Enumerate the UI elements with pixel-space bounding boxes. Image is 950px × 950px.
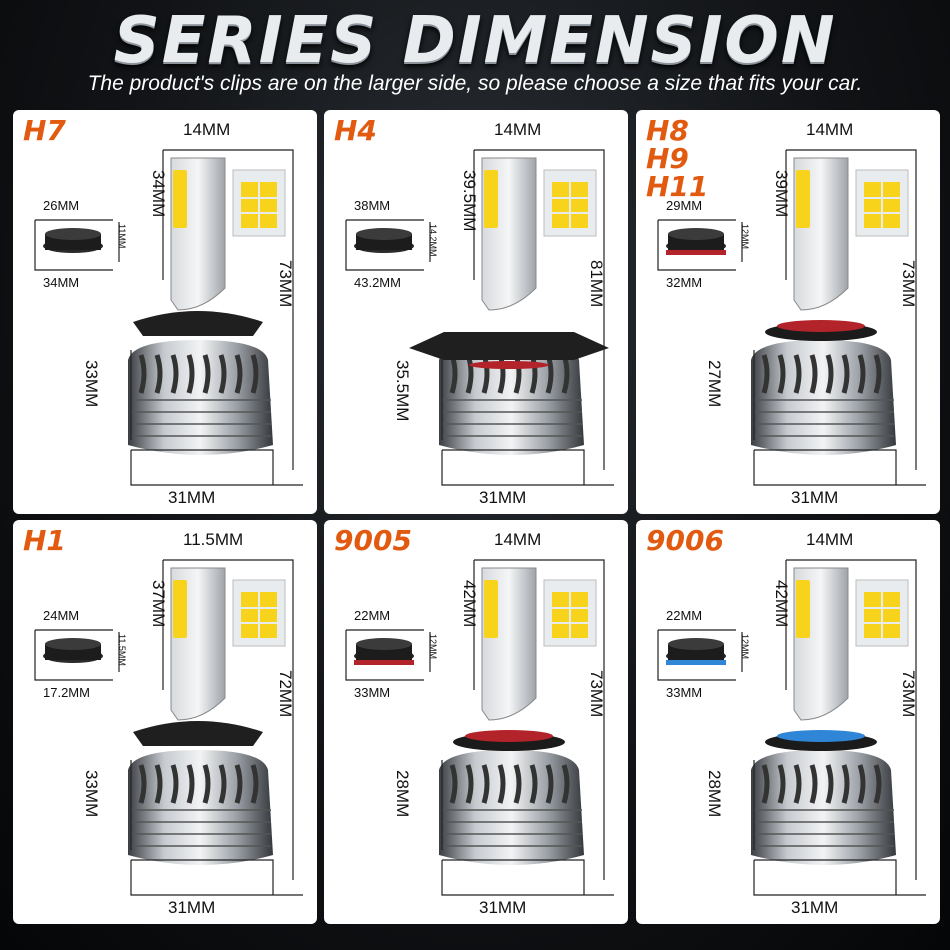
led-chip-icon bbox=[855, 169, 909, 237]
dim-base-width: 31MM bbox=[479, 488, 527, 507]
dim-chip-height: 42MM bbox=[460, 580, 479, 628]
dim-base-width: 31MM bbox=[479, 898, 527, 917]
bulb-illustration bbox=[34, 149, 303, 486]
dim-chip-height: 39.5MM bbox=[460, 170, 479, 232]
dim-base-width: 31MM bbox=[791, 898, 839, 917]
panel-h1: H1 11.5MM 37MM 72MM 33MM 31MM 24MM 11.5MM 17.2MM bbox=[13, 520, 317, 924]
dim-adapter-side: 12MM bbox=[740, 634, 750, 660]
dim-base-height: 33MM bbox=[82, 770, 101, 818]
dim-base-width: 31MM bbox=[168, 898, 216, 917]
dim-chip-width: 11.5MM bbox=[183, 530, 244, 549]
led-chip-icon bbox=[543, 579, 597, 647]
dim-chip-height: 37MM bbox=[149, 580, 168, 628]
heatsink bbox=[128, 750, 273, 865]
dim-chip-height: 39MM bbox=[772, 170, 791, 218]
dim-adapter-top: 24MM bbox=[43, 608, 80, 623]
adapter-icon bbox=[43, 638, 103, 663]
page-title: SERIES DIMENSION bbox=[113, 4, 837, 78]
dim-adapter-top: 26MM bbox=[43, 198, 80, 213]
heatsink bbox=[751, 340, 896, 455]
led-chip-icon bbox=[232, 169, 286, 237]
dim-base-width: 31MM bbox=[791, 488, 839, 507]
bulb-illustration bbox=[345, 559, 614, 896]
dim-adapter-side: 11MM bbox=[117, 224, 127, 249]
dim-adapter-bottom: 33MM bbox=[666, 685, 703, 700]
panel-h7: H7 14MM 34MM 73MM 33MM 31MM 26MM 11MM 34MM bbox=[13, 110, 317, 514]
panel-9006: 9006 14MM 42MM 73MM 28MM 31MM 22MM 12MM 33MM bbox=[636, 520, 940, 924]
dim-chip-height: 34MM bbox=[149, 170, 168, 218]
dim-adapter-top: 22MM bbox=[354, 608, 391, 623]
dim-base-height: 27MM bbox=[705, 360, 724, 408]
dim-adapter-bottom: 17.2MM bbox=[43, 685, 90, 700]
model-label: H9 bbox=[646, 142, 689, 175]
dim-adapter-side: 14.2MM bbox=[428, 224, 438, 257]
dim-adapter-bottom: 34MM bbox=[43, 275, 80, 290]
model-label: H7 bbox=[23, 114, 66, 147]
dim-base-height: 33MM bbox=[82, 360, 101, 408]
model-label: H1 bbox=[23, 524, 66, 557]
panel-h4: H4 14MM 39.5MM 81MM 35.5MM 31MM 38MM 14.2MM 43.2… bbox=[324, 110, 628, 514]
dim-total-height: 73MM bbox=[899, 260, 918, 308]
dim-adapter-top: 22MM bbox=[666, 608, 703, 623]
dim-adapter-bottom: 32MM bbox=[666, 275, 703, 290]
dim-total-height: 81MM bbox=[587, 260, 606, 308]
page-subtitle: The product's clips are on the larger si… bbox=[87, 72, 863, 95]
led-chip-icon bbox=[232, 579, 286, 647]
model-label: H11 bbox=[646, 170, 709, 203]
model-label: H4 bbox=[334, 114, 377, 147]
dim-chip-width: 14MM bbox=[806, 120, 854, 139]
model-label: H8 bbox=[646, 114, 689, 147]
dim-adapter-top: 29MM bbox=[666, 198, 703, 213]
dim-base-height: 28MM bbox=[393, 770, 412, 818]
dim-base-height: 28MM bbox=[705, 770, 724, 818]
led-chip-icon bbox=[855, 579, 909, 647]
adapter-icon bbox=[666, 228, 726, 255]
heatsink bbox=[439, 750, 584, 865]
panel-9005: 9005 14MM 42MM 73MM 28MM 31MM 22MM 12MM 33MM bbox=[324, 520, 628, 924]
dim-adapter-bottom: 33MM bbox=[354, 685, 391, 700]
dim-total-height: 73MM bbox=[276, 260, 295, 308]
dim-base-width: 31MM bbox=[168, 488, 216, 507]
adapter-icon bbox=[43, 228, 103, 253]
adapter-icon bbox=[354, 228, 414, 253]
heatsink bbox=[751, 750, 896, 865]
led-chip-icon bbox=[543, 169, 597, 237]
adapter-icon bbox=[354, 638, 414, 665]
dim-total-height: 73MM bbox=[587, 670, 606, 718]
dim-chip-height: 42MM bbox=[772, 580, 791, 628]
adapter-icon bbox=[666, 638, 726, 665]
dim-chip-width: 14MM bbox=[494, 120, 542, 139]
dim-adapter-side: 12MM bbox=[740, 224, 750, 250]
dim-total-height: 73MM bbox=[899, 670, 918, 718]
dim-chip-width: 14MM bbox=[806, 530, 854, 549]
heatsink bbox=[128, 340, 273, 455]
model-label: 9006 bbox=[646, 524, 724, 557]
bulb-illustration bbox=[657, 149, 926, 486]
dim-adapter-side: 11.5MM bbox=[117, 634, 127, 666]
dim-base-height: 35.5MM bbox=[393, 360, 412, 422]
dim-adapter-top: 38MM bbox=[354, 198, 391, 213]
bulb-illustration bbox=[34, 559, 303, 896]
dim-chip-width: 14MM bbox=[183, 120, 231, 139]
bulb-illustration bbox=[345, 149, 614, 486]
dim-adapter-bottom: 43.2MM bbox=[354, 275, 401, 290]
dim-chip-width: 14MM bbox=[494, 530, 542, 549]
bulb-illustration bbox=[657, 559, 926, 896]
model-label: 9005 bbox=[334, 524, 412, 557]
dim-adapter-side: 12MM bbox=[428, 634, 438, 660]
dim-total-height: 72MM bbox=[276, 670, 295, 718]
